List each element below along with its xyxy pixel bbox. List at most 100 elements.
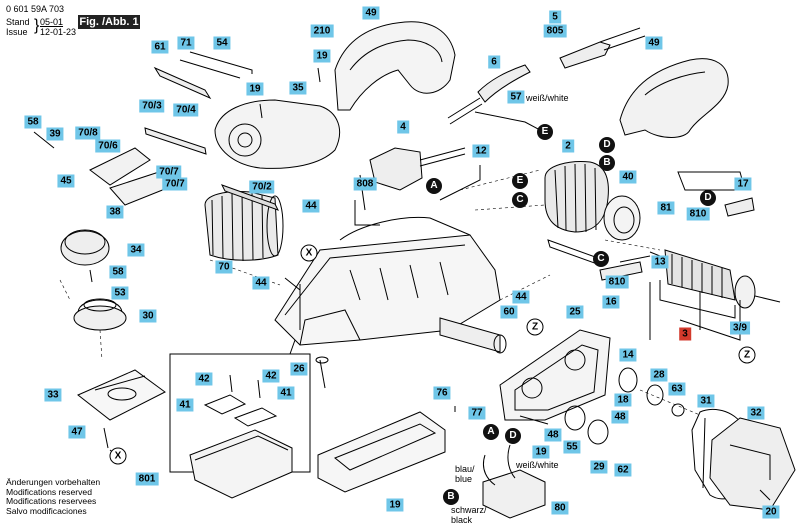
part-label: 26 — [290, 362, 308, 376]
part-label: 71 — [177, 36, 195, 50]
part-label: 2 — [562, 139, 574, 153]
modification-notes: Änderungen vorbehalten Modifications res… — [6, 477, 101, 516]
part-label: 13 — [651, 255, 669, 269]
note-line: Salvo modificaciones — [6, 505, 87, 516]
part-label: 4 — [397, 120, 409, 134]
part-label: 55 — [563, 440, 581, 454]
part-label: 63 — [668, 382, 686, 396]
part-label: 44 — [252, 276, 270, 290]
part-label-highlight: 3 — [679, 327, 691, 341]
wire-label-white: weiß/white — [516, 460, 559, 470]
part-label: 70/7 — [162, 177, 188, 191]
part-label: 18 — [614, 393, 632, 407]
part-label: 34 — [127, 243, 145, 257]
part-label: 45 — [57, 174, 75, 188]
part-label: 805 — [543, 24, 567, 38]
marker-circle: Z — [738, 346, 756, 364]
part-label: 81 — [657, 201, 675, 215]
part-label: 810 — [686, 207, 710, 221]
part-label: 20 — [762, 505, 780, 519]
stand-value: 05-01 — [40, 17, 64, 27]
part-label: 6 — [488, 55, 500, 69]
note-line: Modifications reserved — [6, 486, 92, 497]
part-label: 70/3 — [139, 99, 165, 113]
part-label: 42 — [195, 372, 213, 386]
part-label: 31 — [697, 394, 715, 408]
part-label: 49 — [362, 6, 380, 20]
part-label: 41 — [277, 386, 295, 400]
part-label: 32 — [747, 406, 765, 420]
part-label: 49 — [645, 36, 663, 50]
marker-circle: Z — [526, 318, 544, 336]
marker-circle: X — [300, 244, 318, 262]
part-label: 70/4 — [173, 103, 199, 117]
part-label: 17 — [734, 177, 752, 191]
part-label: 40 — [619, 170, 637, 184]
part-label: 58 — [24, 115, 42, 129]
marker-circle: E — [537, 124, 553, 140]
part-label: 80 — [551, 501, 569, 515]
part-label: 62 — [614, 463, 632, 477]
part-label: 33 — [44, 388, 62, 402]
marker-circle: D — [700, 190, 716, 206]
issue-label: Issue — [6, 27, 28, 37]
marker-circle: B — [443, 489, 459, 505]
doc-number: 0 601 59A 703 — [6, 4, 65, 14]
part-label: 3/9 — [730, 321, 750, 335]
part-label: 30 — [139, 309, 157, 323]
part-label: 70/7 — [156, 165, 182, 179]
part-label: 801 — [135, 472, 159, 486]
part-label: 19 — [386, 498, 404, 512]
stand-label: Stand — [6, 17, 30, 27]
note-line: Modifications reservees — [6, 496, 97, 506]
part-label: 29 — [590, 460, 608, 474]
part-label: 808 — [353, 177, 377, 191]
figure-label: Fig. /Abb. 1 — [78, 15, 140, 29]
part-label: 70 — [215, 260, 233, 274]
part-label: 39 — [46, 127, 64, 141]
part-label: 210 — [310, 24, 334, 38]
part-label: 48 — [611, 410, 629, 424]
part-label: 57 — [507, 90, 525, 104]
part-label: 16 — [602, 295, 620, 309]
part-label: 19 — [532, 445, 550, 459]
part-label: 76 — [433, 386, 451, 400]
wire-label-black: schwarz/ black — [451, 505, 487, 525]
part-label: 25 — [566, 305, 584, 319]
part-label: 28 — [650, 368, 668, 382]
issue-value: 12-01-23 — [40, 27, 77, 37]
note-line: Änderungen vorbehalten — [6, 477, 101, 487]
part-label: 14 — [619, 348, 637, 362]
part-label: 77 — [468, 406, 486, 420]
bracket-glyph: } — [34, 17, 40, 34]
wire-label-white: weiß/white — [526, 93, 569, 103]
part-label: 58 — [109, 265, 127, 279]
marker-circle: C — [512, 192, 528, 208]
marker-circle: E — [512, 173, 528, 189]
part-label: 48 — [544, 428, 562, 442]
part-label: 44 — [302, 199, 320, 213]
part-label: 54 — [213, 36, 231, 50]
part-label: 70/2 — [249, 180, 275, 194]
part-label: 44 — [512, 290, 530, 304]
marker-circle: A — [426, 178, 442, 194]
part-label: 38 — [106, 205, 124, 219]
part-label: 61 — [151, 40, 169, 54]
part-label: 70/8 — [75, 126, 101, 140]
marker-circle: D — [599, 137, 615, 153]
part-label: 53 — [111, 286, 129, 300]
marker-circle: D — [505, 428, 521, 444]
marker-circle: X — [109, 447, 127, 465]
part-label: 47 — [68, 425, 86, 439]
part-label: 19 — [313, 49, 331, 63]
marker-circle: C — [593, 251, 609, 267]
part-label: 12 — [472, 144, 490, 158]
part-label: 810 — [605, 275, 629, 289]
marker-circle: A — [483, 424, 499, 440]
marker-circle: B — [599, 155, 615, 171]
part-label: 5 — [549, 10, 561, 24]
part-label: 41 — [176, 398, 194, 412]
part-label: 70/6 — [95, 139, 121, 153]
